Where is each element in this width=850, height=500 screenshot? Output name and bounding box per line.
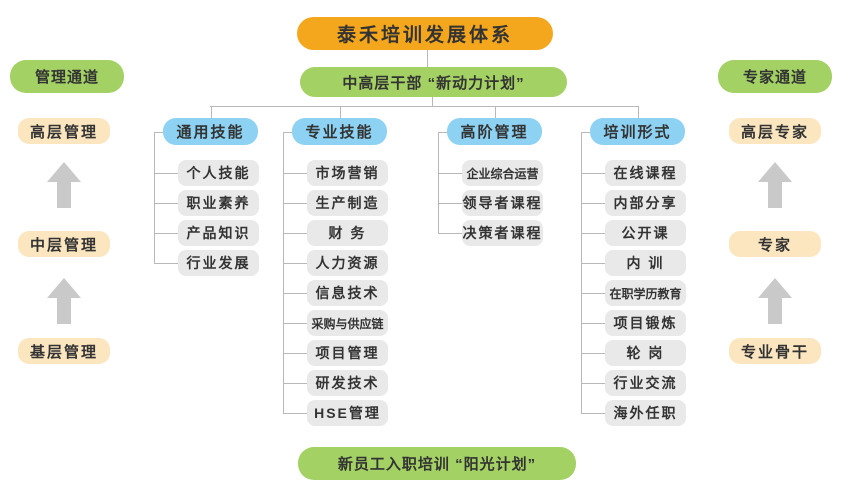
connector-line xyxy=(495,106,496,118)
tree-item: 产品知识 xyxy=(178,220,259,246)
tree-item: 海外任职 xyxy=(605,400,686,426)
left-level-top: 高层管理 xyxy=(18,118,110,144)
up-arrow-icon xyxy=(758,162,792,208)
column-header: 通用技能 xyxy=(163,118,258,145)
connector-line xyxy=(283,323,307,324)
connector-line xyxy=(283,353,307,354)
connector-line xyxy=(581,383,605,384)
connector-line xyxy=(581,233,605,234)
right-level-top: 高层专家 xyxy=(729,118,821,144)
connector-line xyxy=(283,132,284,413)
column-header: 培训形式 xyxy=(590,118,685,145)
connector-line xyxy=(581,173,605,174)
connector-line xyxy=(283,203,307,204)
connector-line xyxy=(438,173,462,174)
connector-line xyxy=(638,106,639,118)
tree-item: 内 训 xyxy=(605,250,686,276)
tree-item: 人力资源 xyxy=(307,250,388,276)
connector-line xyxy=(581,353,605,354)
right-level-middle: 专家 xyxy=(729,231,821,257)
tree-item: 个人技能 xyxy=(178,160,259,186)
connector-line xyxy=(154,173,178,174)
connector-line xyxy=(283,293,307,294)
column-header: 专业技能 xyxy=(292,118,387,145)
up-arrow-icon xyxy=(758,278,792,324)
tree-item: 信息技术 xyxy=(307,280,388,306)
tree-item: 企业综合运营 xyxy=(462,160,543,186)
tree-item: 行业交流 xyxy=(605,370,686,396)
connector-line xyxy=(438,203,462,204)
left-channel-title: 管理通道 xyxy=(10,60,124,93)
right-level-bottom: 专业骨干 xyxy=(729,338,821,364)
up-arrow-icon xyxy=(47,278,81,324)
connector-line xyxy=(581,132,582,413)
tree-item: HSE管理 xyxy=(307,400,388,426)
connector-line xyxy=(154,203,178,204)
connector-line xyxy=(438,132,439,233)
connector-line xyxy=(283,132,292,133)
tree-item: 领导者课程 xyxy=(462,190,543,216)
tree-item: 研发技术 xyxy=(307,370,388,396)
connector-line xyxy=(581,293,605,294)
tree-item: 项目锻炼 xyxy=(605,310,686,336)
connector-line xyxy=(581,263,605,264)
connector-line xyxy=(581,323,605,324)
connector-line xyxy=(154,132,163,133)
connector-line xyxy=(210,106,638,107)
connector-line xyxy=(283,173,307,174)
column-header: 高阶管理 xyxy=(447,118,542,145)
diagram-title: 泰禾培训发展体系 xyxy=(297,17,553,50)
bottom-banner: 新员工入职培训 “阳光计划” xyxy=(298,447,576,480)
left-level-middle: 中层管理 xyxy=(18,231,110,257)
connector-line xyxy=(581,132,590,133)
connector-line xyxy=(581,203,605,204)
tree-item: 在职学历教育 xyxy=(605,280,686,306)
tree-item: 采购与供应链 xyxy=(307,310,388,336)
tree-item: 在线课程 xyxy=(605,160,686,186)
tree-item: 生产制造 xyxy=(307,190,388,216)
connector-line xyxy=(283,263,307,264)
connector-line xyxy=(438,132,447,133)
connector-line xyxy=(283,233,307,234)
connector-line xyxy=(154,263,178,264)
connector-line xyxy=(581,413,605,414)
tree-item: 内部分享 xyxy=(605,190,686,216)
connector-line xyxy=(432,97,433,106)
tree-item: 行业发展 xyxy=(178,250,259,276)
tree-item: 轮 岗 xyxy=(605,340,686,366)
subtitle-banner: 中高层干部 “新动力计划” xyxy=(300,67,567,97)
connector-line xyxy=(154,132,155,263)
connector-line xyxy=(283,383,307,384)
up-arrow-icon xyxy=(47,162,81,208)
connector-line xyxy=(283,413,307,414)
tree-item: 决策者课程 xyxy=(462,220,543,246)
tree-item: 市场营销 xyxy=(307,160,388,186)
tree-item: 公开课 xyxy=(605,220,686,246)
connector-line xyxy=(427,50,428,67)
connector-line xyxy=(154,233,178,234)
right-channel-title: 专家通道 xyxy=(718,60,832,93)
left-level-bottom: 基层管理 xyxy=(18,338,110,364)
tree-item: 职业素养 xyxy=(178,190,259,216)
connector-line xyxy=(340,106,341,118)
tree-item: 财 务 xyxy=(307,220,388,246)
connector-line xyxy=(211,106,212,118)
tree-item: 项目管理 xyxy=(307,340,388,366)
connector-line xyxy=(438,233,462,234)
